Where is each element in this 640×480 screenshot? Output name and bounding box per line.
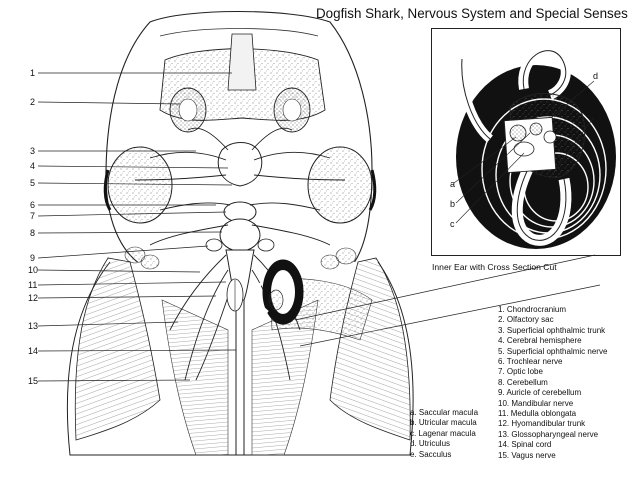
inset-label-c: c <box>450 219 455 229</box>
utricular-macula <box>529 122 543 136</box>
inset-caption: Inner Ear with Cross Section Cut <box>432 262 557 272</box>
inner-ear-inset-frame <box>431 28 621 256</box>
callout-number-2: 2 <box>30 97 36 107</box>
legend-item: 8. Cerebellum <box>498 377 548 387</box>
callout-number-15: 15 <box>28 376 39 386</box>
lettered-legend: a. Saccular macula b. Utricular macula c… <box>410 408 478 460</box>
legend-item: 4. Cerebral hemisphere <box>498 336 582 346</box>
saccular-macula <box>509 124 527 142</box>
cerebellum <box>219 218 261 252</box>
right-eye <box>307 146 373 224</box>
legend-item: 6. Trochlear nerve <box>498 357 563 367</box>
legend-item: 14. Spinal cord <box>498 440 552 450</box>
callout-number-13: 13 <box>28 321 39 331</box>
callout-number-8: 8 <box>30 228 36 238</box>
legend-item: 10. Mandibular nerve <box>498 398 574 408</box>
callout-number-5: 5 <box>30 178 36 188</box>
legend-item: e. Sacculus <box>410 449 452 459</box>
inset-label-a: a <box>450 179 456 189</box>
legend-item: 11. Medulla oblongata <box>498 409 577 419</box>
left-eye <box>107 146 173 224</box>
callout-number-10: 10 <box>28 265 39 275</box>
callout-number-3: 3 <box>30 146 36 156</box>
inset-label-e: e <box>593 110 599 120</box>
legend-item: 1. Chondrocranium <box>498 305 567 314</box>
callout-number-4: 4 <box>30 161 36 171</box>
legend-item: c. Lagenar macula <box>410 428 476 438</box>
callout-number-7: 7 <box>30 211 36 221</box>
legend-item: 7. Optic lobe <box>498 367 543 377</box>
callout-number-6: 6 <box>30 200 36 210</box>
callout-number-14: 14 <box>28 346 39 356</box>
inset-label-d: d <box>593 71 599 81</box>
legend-item: 9. Auricle of cerebellum <box>498 388 582 398</box>
legend-item: 5. Superficial ophthalmic nerve <box>498 346 608 356</box>
nerves-left <box>134 127 233 381</box>
callout-number-1: 1 <box>30 68 36 78</box>
legend-item: 15. Vagus nerve <box>498 450 556 460</box>
left-epaxial-muscle <box>161 299 229 456</box>
legend-item: 13. Glossopharyngeal nerve <box>498 429 599 439</box>
callout-number-12: 12 <box>28 293 39 303</box>
cerebral-hemisphere <box>217 142 263 187</box>
legend-item: 2. Olfactory sac <box>498 315 554 325</box>
legend-item: b. Utricular macula <box>410 418 477 428</box>
spinal-cord <box>235 300 245 455</box>
lagenar-macula <box>513 141 535 157</box>
legend-item: a. Saccular macula <box>410 408 479 417</box>
left-pectoral-muscle <box>74 257 161 441</box>
numbered-legend: 1. Chondrocranium 2. Olfactory sac 3. Su… <box>498 305 607 461</box>
inner-ear-in-situ <box>256 259 304 325</box>
inner-ear-inset-illustration <box>453 45 616 249</box>
callout-number-9: 9 <box>30 253 36 263</box>
diagram-title: Dogfish Shark, Nervous System and Specia… <box>316 6 628 21</box>
leader-lines <box>37 72 601 382</box>
callout-number-11: 11 <box>28 280 38 290</box>
legend-item: 3. Superficial ophthalmic trunk <box>498 325 606 335</box>
legend-item: d. Utriculus <box>410 439 451 449</box>
inset-label-b: b <box>450 199 456 209</box>
legend-item: 12. Hyomandibular trunk <box>498 419 586 429</box>
